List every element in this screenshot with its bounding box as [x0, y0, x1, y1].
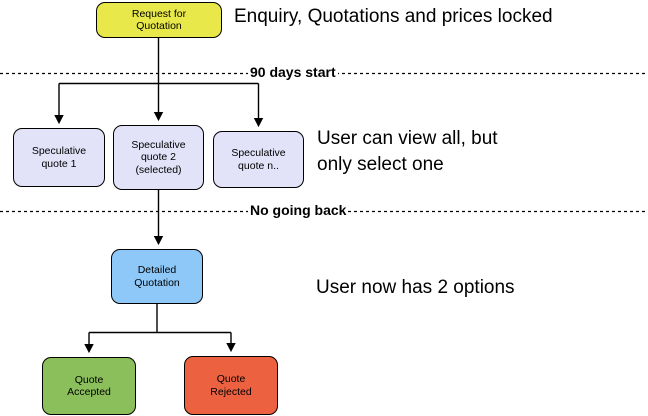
node-detailed-quotation[interactable]: Detailed Quotation	[111, 249, 203, 304]
node-request-for-quotation[interactable]: Request for Quotation	[96, 2, 222, 38]
annotation-prices-locked: Enquiry, Quotations and prices locked	[234, 6, 553, 27]
node-quote-accepted[interactable]: Quote Accepted	[42, 357, 136, 415]
connector-detailed-to-outcomes	[84, 304, 236, 354]
node-speculative-quote-n[interactable]: Speculative quote n..	[213, 131, 304, 188]
phase-label-90-days-start: 90 days start	[248, 64, 338, 80]
connector-rfq-to-speculative	[54, 38, 264, 128]
annotation-two-options: User now has 2 options	[316, 277, 515, 298]
node-speculative-quote-2-selected[interactable]: Speculative quote 2 (selected)	[113, 125, 204, 190]
node-quote-rejected[interactable]: Quote Rejected	[184, 356, 278, 415]
annotation-view-all-select-one: User can view all, but only select one	[317, 128, 498, 176]
phase-label-no-going-back: No going back	[248, 202, 349, 218]
node-speculative-quote-1[interactable]: Speculative quote 1	[13, 128, 105, 187]
